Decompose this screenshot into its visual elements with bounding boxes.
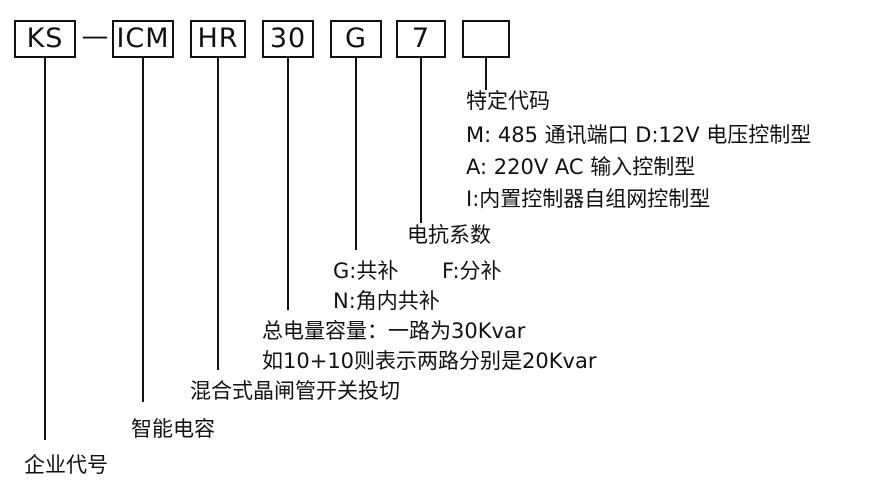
code-box-reactance: 7 xyxy=(396,20,446,58)
code-box-compensation: G xyxy=(330,20,382,58)
code-box-company: KS xyxy=(14,20,76,58)
code-dash: — xyxy=(81,21,109,52)
label-switch: 混合式晶闸管开关投切 xyxy=(190,379,400,403)
label-reactance: 电抗系数 xyxy=(407,223,491,247)
label-special-a: A: 220V AC 输入控制型 xyxy=(466,155,696,179)
label-special-i: I:内置控制器自组网控制型 xyxy=(466,187,711,211)
label-compensation-g: G:共补 xyxy=(333,259,399,283)
label-special-m: M: 485 通讯端口 D:12V 电压控制型 xyxy=(466,123,812,147)
code-box-switch: HR xyxy=(190,20,246,58)
code-box-intelligent: ICM xyxy=(112,20,174,58)
code-box-special xyxy=(462,20,510,58)
label-company: 企业代号 xyxy=(24,453,108,477)
label-compensation-n: N:角内共补 xyxy=(333,289,440,313)
label-special-title: 特定代码 xyxy=(466,89,550,113)
label-capacity-1: 总电量容量：一路为30Kvar xyxy=(262,319,526,343)
code-box-capacity: 30 xyxy=(262,20,314,58)
label-intelligent: 智能电容 xyxy=(131,417,215,441)
label-compensation-f: F:分补 xyxy=(442,259,502,283)
label-capacity-2: 如10+10则表示两路分别是20Kvar xyxy=(262,349,597,373)
